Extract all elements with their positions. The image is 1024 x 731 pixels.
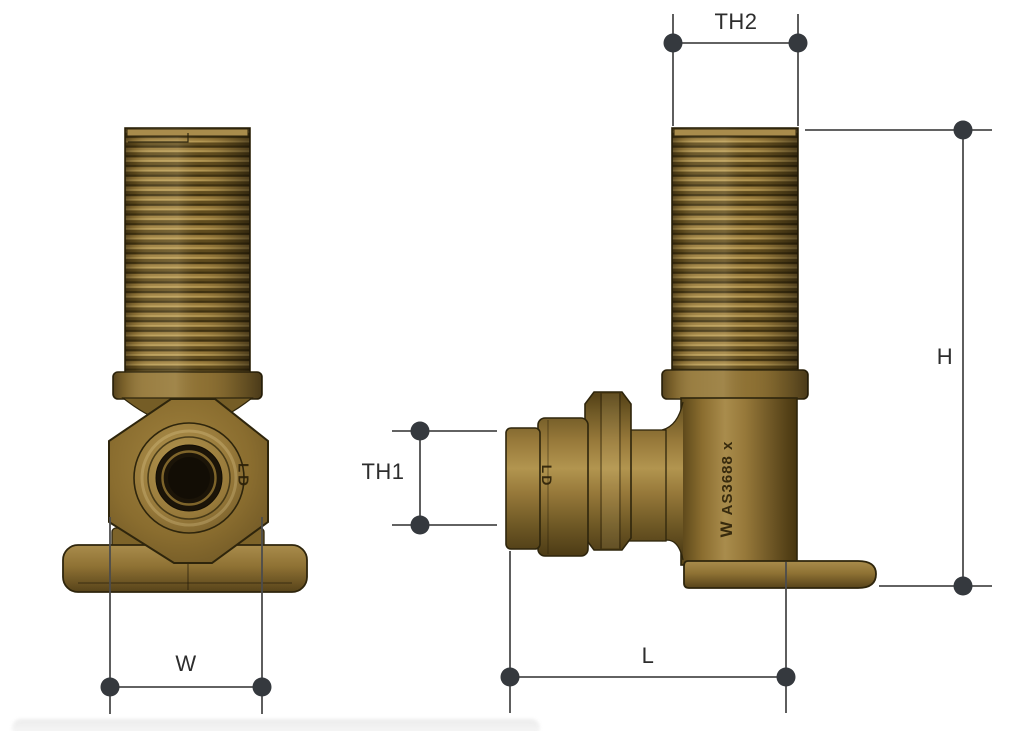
marking-standard: W AS3688 x — [717, 441, 737, 538]
dim-h-lines — [805, 129, 992, 587]
side-threaded-pipe — [671, 127, 799, 373]
front-collar — [112, 371, 263, 400]
dimension-dots — [100, 33, 973, 697]
side-view — [505, 127, 877, 589]
side-collar — [661, 369, 809, 400]
dimension-label-w: W — [175, 651, 197, 676]
dimension-label-h: H — [936, 344, 954, 369]
marking-ld-side: LD — [539, 464, 555, 488]
dim-th2-lines — [672, 14, 799, 126]
dim-th1-lines — [392, 430, 497, 526]
side-branch-neck — [627, 429, 667, 542]
brand-logo: W — [717, 522, 736, 538]
dimension-label-th2: TH2 — [714, 9, 758, 34]
front-threaded-pipe — [124, 127, 251, 375]
marking-ld-front: LD — [234, 463, 252, 489]
side-hex-nut — [584, 391, 632, 551]
bottom-shadow-strip — [12, 719, 540, 731]
dimension-label-l: L — [641, 643, 655, 668]
front-view — [62, 127, 308, 593]
side-flange — [683, 560, 877, 589]
side-cup-face — [505, 427, 541, 550]
standard-code-text: AS3688 x — [718, 440, 736, 516]
dimension-label-th1: TH1 — [361, 459, 405, 484]
front-boss-and-bore — [133, 422, 245, 534]
side-branch-flare — [661, 401, 684, 561]
side-body — [680, 397, 798, 566]
